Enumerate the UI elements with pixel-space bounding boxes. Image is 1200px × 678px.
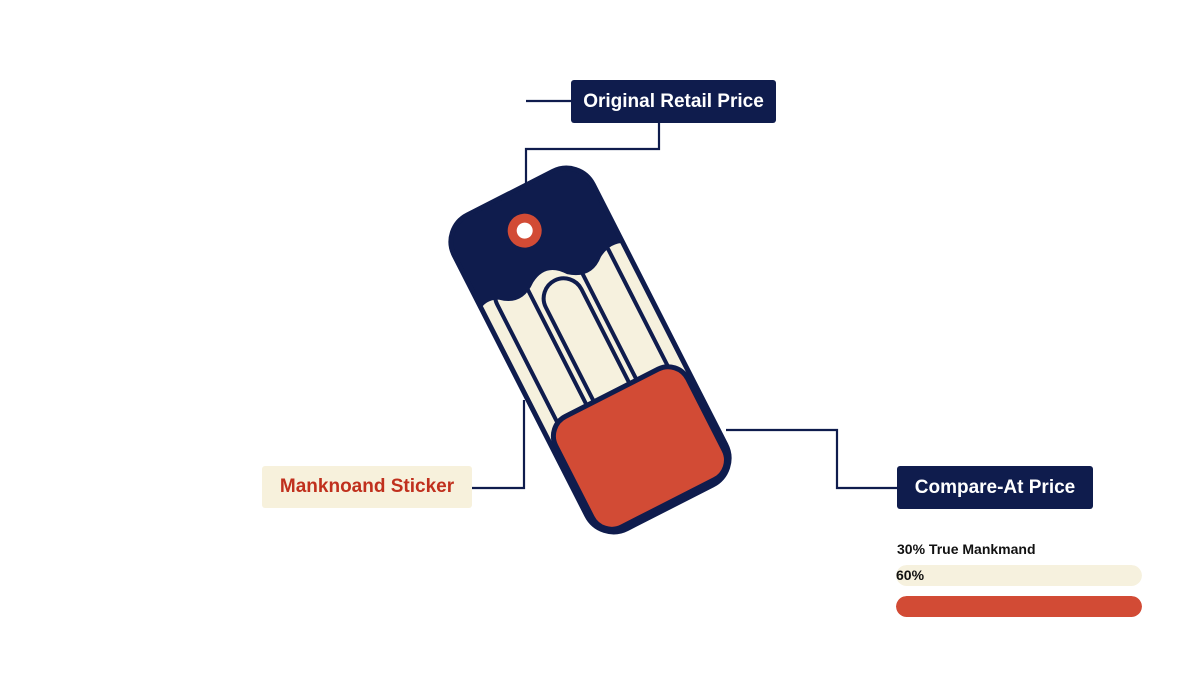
connector-original-to-tag xyxy=(524,123,661,192)
compare-at-price-label: Compare-At Price xyxy=(897,466,1093,509)
tag-outline xyxy=(448,165,732,535)
compare-at-price-sticker xyxy=(550,364,729,532)
legend-bar-red xyxy=(896,596,1142,617)
connector-compare xyxy=(726,428,897,490)
manknoand-sticker-label: Manknoand Sticker xyxy=(262,466,472,508)
legend-bar-red-fill xyxy=(896,596,1142,617)
price-tag xyxy=(440,157,740,543)
legend-bar-cream-fill xyxy=(896,565,1142,586)
connector-lines xyxy=(472,99,897,490)
legend-bar-cream-label: 60% xyxy=(896,567,925,583)
legend-bar-cream: 60% xyxy=(896,565,1142,586)
tag-hole xyxy=(516,222,533,239)
original-retail-price-label: Original Retail Price xyxy=(571,80,776,123)
connector-sticker xyxy=(472,400,526,490)
legend-heading: 30% True Mankmand xyxy=(897,541,1036,557)
